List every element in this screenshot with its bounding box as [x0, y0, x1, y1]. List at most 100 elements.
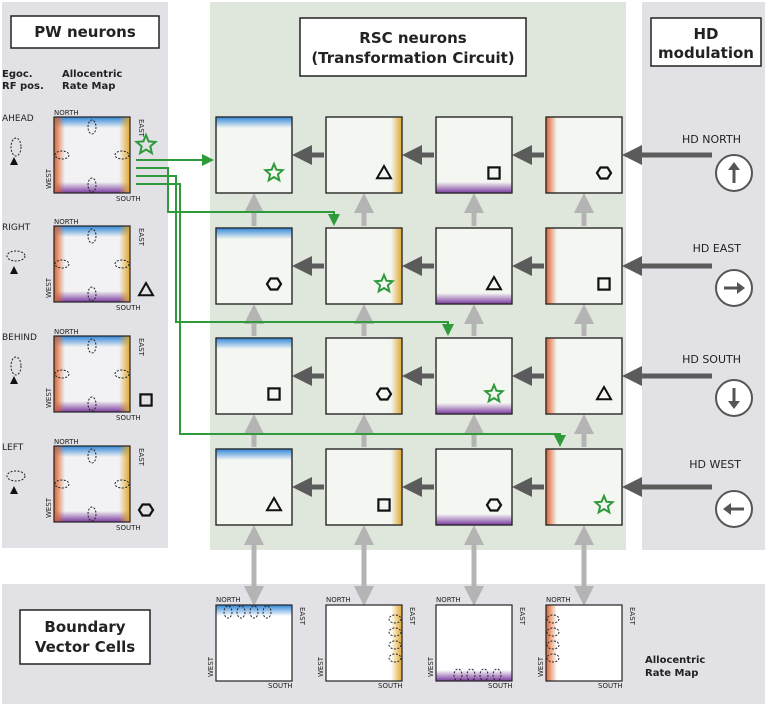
rsc-title-line1: RSC neurons	[359, 29, 466, 47]
pw-title-box	[10, 15, 160, 49]
egocentric-rf-ellipse	[10, 356, 22, 376]
rsc-cell-r4-c4	[545, 448, 623, 526]
north-wall-band	[216, 605, 292, 616]
north-label: NORTH	[54, 328, 79, 336]
hexagon-icon	[595, 166, 613, 180]
north-wall-band	[216, 338, 292, 349]
north-label: NORTH	[54, 109, 79, 117]
pw-map-bg	[54, 117, 130, 193]
bvc-map-bg	[436, 605, 512, 681]
east-wall-band	[391, 338, 402, 414]
egocentric-rf-ellipse	[6, 470, 26, 482]
egoc-header-line2: RF pos.	[2, 81, 44, 92]
pw-map-border	[53, 335, 131, 413]
star-icon	[482, 382, 506, 404]
arrow-right-icon	[724, 282, 745, 294]
hd-label: HD NORTH	[682, 133, 741, 146]
receptive-field-ellipse	[54, 479, 70, 489]
west-wall-band	[546, 449, 557, 525]
rsc-cell-r1-c2	[325, 116, 403, 194]
hd-label: HD WEST	[689, 458, 741, 471]
hd-right-circle	[715, 269, 753, 307]
arrow-left-icon	[723, 503, 744, 515]
square-icon	[377, 498, 391, 512]
pw-map-border	[53, 225, 131, 303]
hd-label: HD EAST	[693, 242, 742, 255]
rsc-cell-r3-c3	[435, 337, 513, 415]
receptive-field-ellipse	[114, 369, 130, 379]
rsc-title-line2: (Transformation Circuit)	[311, 49, 514, 67]
bvc-field-ellipse	[388, 627, 402, 637]
west-label: WEST	[45, 277, 53, 298]
east-label: EAST	[628, 607, 636, 626]
rsc-cell-border	[435, 227, 513, 305]
west-wall-band	[546, 228, 557, 304]
east-label: EAST	[137, 338, 145, 357]
south-wall-band	[436, 514, 512, 525]
west-wall-band	[54, 336, 65, 412]
rsc-cell-border	[325, 448, 403, 526]
south-label: SOUTH	[488, 682, 513, 690]
east-wall-band	[391, 228, 402, 304]
bvc-title-box	[19, 609, 151, 665]
rsc-cell-r3-c2	[325, 337, 403, 415]
rsc-cell-border	[215, 227, 293, 305]
egoc-header-line1: Egoc.	[2, 69, 33, 80]
south-wall-band	[54, 291, 130, 302]
rsc-cell-border	[215, 116, 293, 194]
allo-header-line1: Allocentric	[62, 69, 122, 80]
bvc-caption-line2: Rate Map	[645, 668, 698, 679]
rsc-cell-frame	[435, 116, 513, 194]
north-wall-band	[216, 117, 292, 128]
bvc-field-ellipse	[236, 605, 246, 619]
north-wall-band	[54, 117, 130, 128]
rsc-cell-r2-c1	[215, 227, 293, 305]
agent-triangle-icon	[10, 376, 18, 384]
egocentric-rf-glyph	[10, 137, 22, 165]
west-label: WEST	[45, 387, 53, 408]
star-icon	[592, 493, 616, 515]
arrow-up-icon	[728, 162, 740, 183]
arrow-head	[728, 401, 740, 409]
rsc-cell-border	[435, 337, 513, 415]
egocentric-rf-glyph	[6, 250, 26, 274]
egocentric-rf-glyph	[10, 356, 22, 384]
west-label: WEST	[207, 656, 215, 677]
square-icon	[139, 393, 153, 407]
receptive-field-ellipse	[87, 506, 97, 522]
receptive-field-ellipse	[87, 228, 97, 244]
south-label: SOUTH	[116, 195, 141, 203]
rsc-cell-frame	[545, 116, 623, 194]
pw-rate-map-right	[53, 225, 155, 303]
arrow-down-icon	[728, 388, 740, 409]
bvc-rate-map-west	[545, 604, 623, 682]
agent-triangle-icon	[10, 157, 18, 165]
south-wall-band	[436, 293, 512, 304]
east-wall-band	[119, 336, 130, 412]
bvc-field-ellipse	[388, 614, 402, 624]
north-wall-band	[216, 449, 292, 460]
bvc-field-ellipse	[479, 668, 489, 682]
green-projection-arrow-1	[136, 167, 340, 226]
west-wall-band	[54, 226, 65, 302]
north-label: NORTH	[436, 596, 461, 604]
square-icon	[597, 277, 611, 291]
rsc-cell-frame	[545, 227, 623, 305]
egoc-label-behind: BEHIND	[2, 333, 37, 343]
north-wall-band	[216, 228, 292, 239]
east-wall-band	[391, 449, 402, 525]
west-wall-band	[546, 605, 557, 681]
south-wall-band	[436, 403, 512, 414]
triangle-icon	[485, 274, 503, 291]
pw-map-border	[53, 445, 131, 523]
bvc-field-ellipse	[388, 653, 402, 663]
bvc-field-ellipse	[546, 614, 560, 624]
north-wall-band	[54, 226, 130, 237]
bvc-rate-map-east	[325, 604, 403, 682]
rsc-cell-r3-c4	[545, 337, 623, 415]
bvc-field-ellipse	[466, 668, 476, 682]
rsc-cell-border	[325, 227, 403, 305]
south-label: SOUTH	[378, 682, 403, 690]
bvc-field-ellipse	[453, 668, 463, 682]
east-label: EAST	[137, 448, 145, 467]
